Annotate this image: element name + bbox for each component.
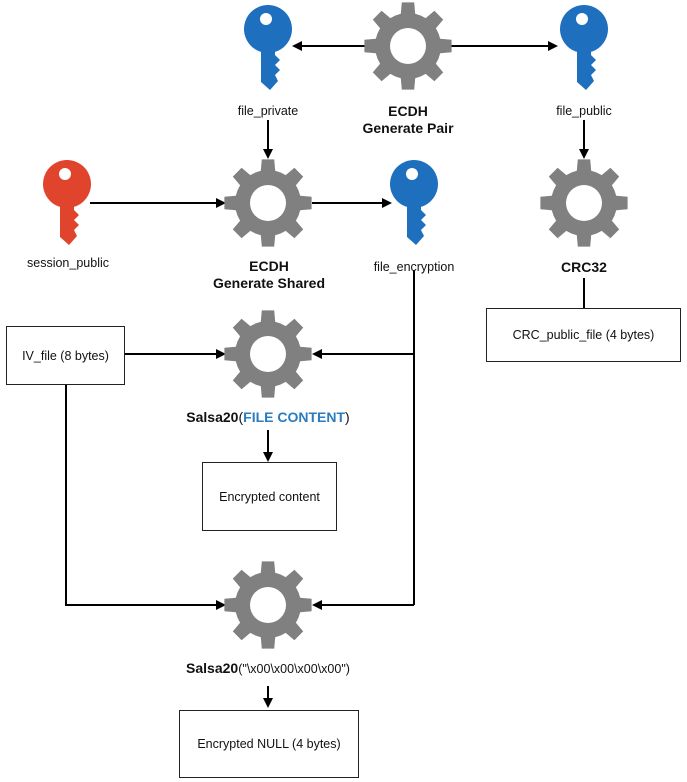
key-head <box>390 160 438 208</box>
ecdh-shared-line1: ECDH <box>249 258 289 274</box>
ecdh-shared-line2: Generate Shared <box>212 275 326 291</box>
gear-hole <box>250 587 286 623</box>
key-shaft <box>577 47 596 90</box>
key-shaft <box>60 202 79 245</box>
gear-icon <box>224 310 312 398</box>
label-crc32: CRC32 <box>561 259 607 275</box>
key-hole <box>59 168 71 180</box>
arrow-iv-to-salsa2 <box>65 385 226 610</box>
label-file-private: file_private <box>237 104 299 118</box>
ecdh-pair-line2: Generate Pair <box>362 120 454 136</box>
box-encrypted-content: Encrypted content <box>202 462 337 531</box>
key-hole <box>576 13 588 25</box>
gear-icon <box>224 561 312 649</box>
key-hole <box>406 168 418 180</box>
key-icon-file-private <box>244 5 292 90</box>
salsa-content-arg: FILE CONTENT <box>243 409 346 425</box>
gear-hole <box>390 28 426 64</box>
key-head <box>43 160 91 208</box>
salsa-null-func: Salsa20 <box>186 660 239 676</box>
key-icon-session-public <box>43 160 91 245</box>
key-head <box>244 5 292 53</box>
connectors <box>65 41 589 708</box>
label-session-public: session_public <box>27 256 109 270</box>
key-hole <box>260 13 272 25</box>
label-file-public: file_public <box>556 104 612 118</box>
salsa-content-open: ( <box>238 409 244 425</box>
label-ecdh-shared: ECDH Generate Shared <box>194 258 344 292</box>
key-head <box>560 5 608 53</box>
label-salsa-null: Salsa20("\x00\x00\x00\x00") <box>148 660 388 676</box>
ecdh-pair-line1: ECDH <box>388 103 428 119</box>
gear-icon <box>540 159 628 247</box>
gear-icon <box>364 2 452 90</box>
key-shaft <box>261 47 280 90</box>
salsa-null-arg: ("\x00\x00\x00\x00") <box>238 662 350 676</box>
label-ecdh-pair: ECDH Generate Pair <box>340 103 476 137</box>
box-crc-public-file: CRC_public_file (4 bytes) <box>486 308 681 362</box>
gear-hole <box>250 185 286 221</box>
salsa-content-close: ) <box>345 409 350 425</box>
key-icon-file-public <box>560 5 608 90</box>
label-file-encryption: file_encryption <box>373 260 455 274</box>
box-encrypted-null: Encrypted NULL (4 bytes) <box>179 710 359 778</box>
salsa-content-func: Salsa20 <box>186 409 239 425</box>
box-iv-file: IV_file (8 bytes) <box>6 326 125 385</box>
gear-icon <box>224 159 312 247</box>
gear-hole <box>250 336 286 372</box>
gear-hole <box>566 185 602 221</box>
label-salsa-content: Salsa20(FILE CONTENT) <box>148 409 388 425</box>
key-shaft <box>407 202 426 245</box>
key-icon-file-encryption <box>390 160 438 245</box>
